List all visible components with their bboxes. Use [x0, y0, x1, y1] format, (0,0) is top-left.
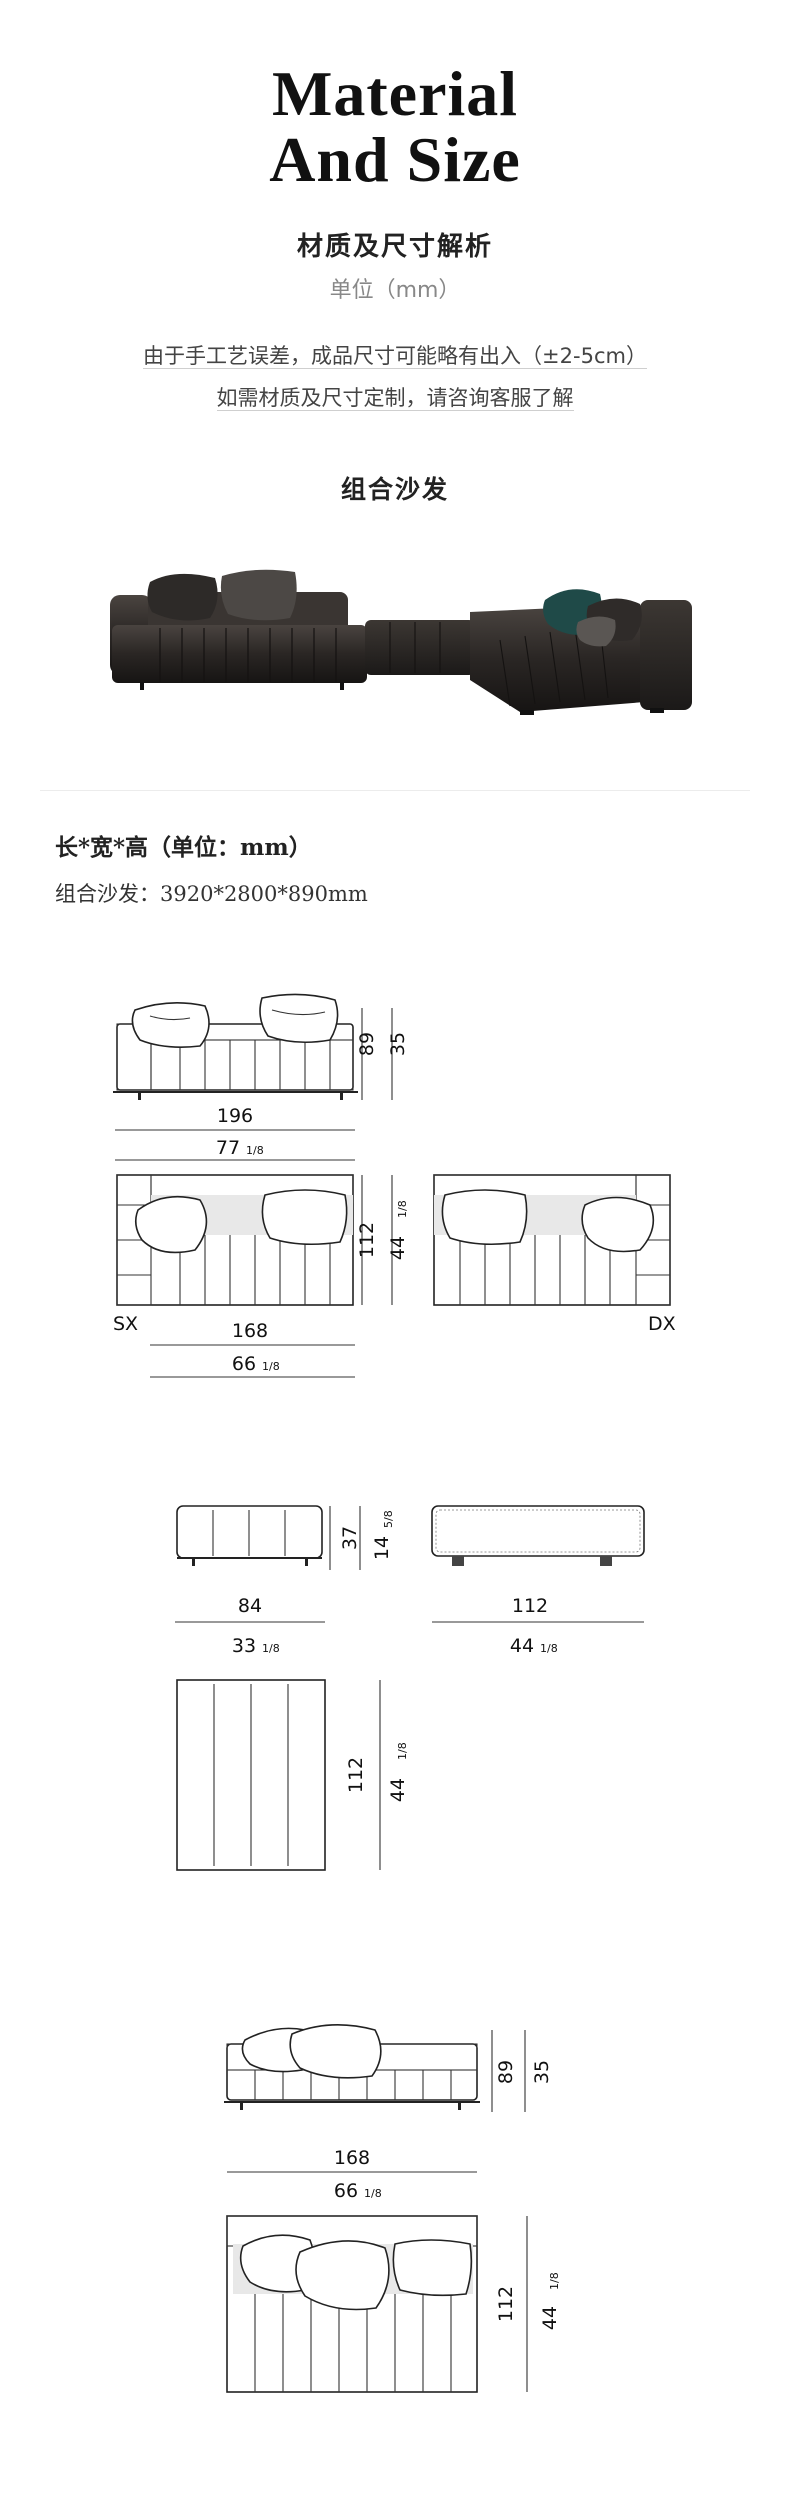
product-image	[110, 569, 692, 715]
sofa-3-plan	[226, 2215, 478, 2393]
pouf-a-plan	[176, 1679, 326, 1871]
page-subtitle: 材质及尺寸解析	[296, 232, 493, 262]
sofa-plan-dx	[433, 1174, 671, 1306]
custom-note: 如需材质及尺寸定制，请咨询客服了解	[216, 386, 574, 411]
pouf-b-front	[431, 1505, 645, 1566]
sofa-3-front	[224, 2024, 480, 2110]
dimensions-heading: 长*宽*高（单位：mm）	[55, 834, 312, 861]
sofa3-width-in-frac: 1/8	[364, 2187, 382, 2200]
pouf-b-width-in: 44	[510, 1635, 534, 1657]
sofa3-height-in: 35	[531, 2060, 553, 2084]
page-title-line2: And Size	[269, 124, 521, 195]
plan-width-in-frac: 1/8	[262, 1360, 280, 1373]
height-cm-label: 89	[356, 1032, 378, 1056]
pouf-b-width-in-frac: 1/8	[540, 1642, 558, 1655]
depth-cm-label: 112	[356, 1222, 378, 1258]
depth-in-label: 44	[387, 1236, 409, 1260]
sofa-plan-sx	[116, 1174, 354, 1306]
pouf-a-width-in-frac: 1/8	[262, 1642, 280, 1655]
label-dx: DX	[648, 1313, 676, 1335]
plan-width-in: 66	[232, 1353, 256, 1375]
sofa3-depth-cm: 112	[495, 2286, 517, 2322]
sofa3-width-in: 66	[334, 2180, 358, 2202]
front-width-in-frac: 1/8	[246, 1144, 264, 1157]
front-width-in: 77	[216, 1137, 240, 1159]
sofa3-depth-in-frac: 1/8	[548, 2272, 561, 2290]
sofa3-height-cm: 89	[495, 2060, 517, 2084]
pouf-a-width-cm: 84	[238, 1595, 262, 1617]
page-title-line1: Material	[271, 58, 519, 129]
pouf-plan-depth-in-frac: 1/8	[396, 1742, 409, 1760]
divider	[40, 790, 750, 791]
tolerance-note: 由于手工艺误差，成品尺寸可能略有出入（±2-5cm）	[143, 344, 647, 369]
pouf-b-width-cm: 112	[512, 1595, 548, 1617]
sofa3-depth-in: 44	[539, 2306, 561, 2330]
pouf-a-front	[176, 1505, 323, 1566]
label-sx: SX	[113, 1313, 138, 1335]
pouf-a-width-in: 33	[232, 1635, 256, 1657]
section-title-combo-sofa: 组合沙发	[340, 475, 449, 504]
pouf-plan-depth-cm: 112	[345, 1757, 367, 1793]
pouf-height-in: 14	[371, 1536, 393, 1560]
pouf-plan-depth-in: 44	[387, 1778, 409, 1802]
height-in-label: 35	[387, 1032, 409, 1056]
unit-label: 单位（mm）	[329, 278, 461, 303]
sofa-front-elevation	[113, 993, 358, 1100]
pouf-height-cm: 37	[339, 1526, 361, 1550]
pouf-height-in-frac: 5/8	[382, 1510, 395, 1528]
sofa3-width-cm: 168	[334, 2147, 370, 2169]
combo-sofa-size: 组合沙发：3920*2800*890mm	[55, 882, 368, 906]
depth-in-frac: 1/8	[396, 1200, 409, 1218]
front-width-cm: 196	[217, 1105, 253, 1127]
plan-width-cm: 168	[232, 1320, 268, 1342]
